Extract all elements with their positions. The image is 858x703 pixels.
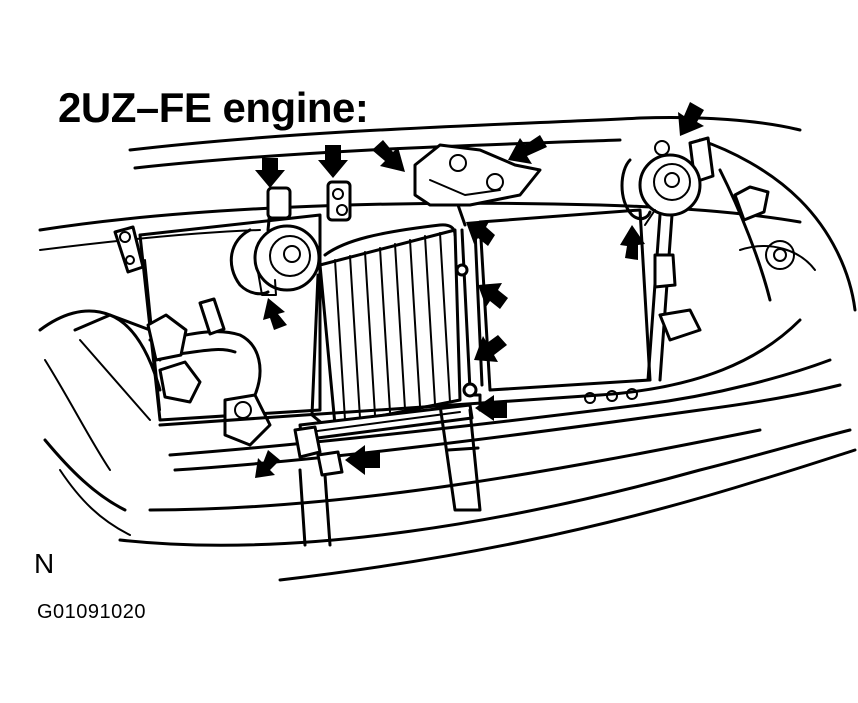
center-support-leg [438,403,482,512]
upper-support-outline [128,116,802,152]
left-fender-outline [38,309,162,392]
arrow-1 [255,158,285,188]
hood-latch [413,143,542,227]
arrow-11 [255,450,280,478]
view-code-label: N [34,548,55,579]
radiator-left-panel [138,213,322,422]
figure-id-label: G01091020 [37,601,147,623]
bumper-lower-edge [118,428,852,547]
arrow-8 [474,335,507,362]
arrow-12 [263,298,287,330]
center-clip [326,180,352,222]
page-title: 2UZ–FE engine: [58,84,369,131]
arrow-3 [372,140,405,172]
arrow-4 [508,135,547,164]
arrow-10 [345,445,380,475]
right-fender-outline [698,138,857,312]
callout-arrows [255,102,704,478]
arrow-5 [678,102,704,136]
left-horn [253,186,321,296]
arrow-7 [478,283,508,309]
right-horn [638,136,715,226]
arrow-6 [466,220,495,246]
arrow-9 [475,395,507,421]
lower-cross-member [158,318,802,427]
arrow-2 [318,145,348,178]
arrow-13 [620,225,645,260]
oil-cooler-core [310,223,462,432]
radiator-right-panel [478,208,652,392]
